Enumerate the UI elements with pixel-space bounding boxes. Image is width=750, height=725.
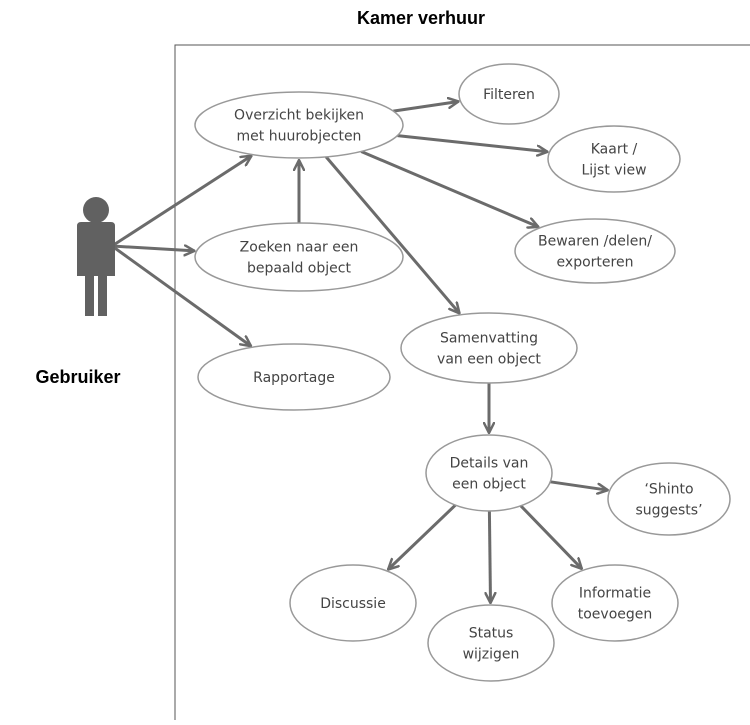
use-case-label: Kaart / <box>591 142 638 158</box>
arrow-overzicht-to-samenvatting <box>324 155 459 313</box>
use-cases: Overzicht bekijken met huurobjecten Filter… <box>194 63 731 682</box>
use-case-label: suggests’ <box>635 503 702 519</box>
use-case-label: Overzicht bekijken <box>234 108 364 124</box>
use-case-label: met huurobjecten <box>237 129 362 145</box>
use-case-label: Lijst view <box>581 163 646 179</box>
use-case-shinto: ‘Shinto suggests’ <box>607 462 731 536</box>
use-case-ellipse <box>427 604 555 682</box>
arrow-details-to-status <box>489 510 490 603</box>
arrow-actor-to-overzicht <box>111 154 252 248</box>
use-case-discussie: Discussie <box>289 564 417 642</box>
use-case-label: Details van <box>450 456 529 472</box>
use-case-ellipse <box>551 564 679 642</box>
diagram-title: Kamer verhuur <box>357 8 485 28</box>
use-case-label: Bewaren /delen/ <box>538 234 652 250</box>
use-case-kaart: Kaart / Lijst view <box>547 125 681 193</box>
use-case-filteren: Filteren <box>458 63 560 125</box>
use-case-label: Status <box>469 626 514 642</box>
use-case-ellipse <box>194 91 404 159</box>
use-case-label: van een object <box>437 352 541 368</box>
associations <box>111 102 608 604</box>
use-case-ellipse <box>194 222 404 292</box>
use-case-ellipse <box>547 125 681 193</box>
use-case-label: bepaald object <box>247 261 351 277</box>
use-case-label: exporteren <box>557 255 634 271</box>
use-case-label: toevoegen <box>578 607 653 623</box>
use-case-samenvatting: Samenvatting van een object <box>400 312 578 384</box>
use-case-label: Samenvatting <box>440 331 538 347</box>
use-case-ellipse <box>197 343 391 411</box>
use-case-label: ‘Shinto <box>644 482 693 498</box>
arrow-actor-to-rapportage <box>111 244 251 346</box>
arrow-overzicht-to-kaart <box>397 134 548 152</box>
person-icon <box>77 197 115 316</box>
use-case-ellipse <box>514 218 676 284</box>
use-case-details: Details van een object <box>425 434 553 512</box>
arrow-details-to-shinto <box>550 480 608 490</box>
actor-label: Gebruiker <box>35 367 120 387</box>
arrow-details-to-informatie <box>519 504 582 569</box>
arrow-overzicht-to-filteren <box>393 102 458 113</box>
use-case-ellipse <box>289 564 417 642</box>
arrow-details-to-discussie <box>388 504 457 569</box>
use-case-overzicht: Overzicht bekijken met huurobjecten <box>194 91 404 159</box>
use-case-label: Discussie <box>320 596 386 612</box>
use-case-label: Rapportage <box>253 370 335 386</box>
use-case-status: Status wijzigen <box>427 604 555 682</box>
use-case-ellipse <box>400 312 578 384</box>
system-boundary <box>174 44 750 720</box>
use-case-bewaren: Bewaren /delen/exporteren <box>514 218 676 284</box>
use-case-ellipse <box>458 63 560 125</box>
use-case-zoeken: Zoeken naar een bepaald object <box>194 222 404 292</box>
actor: Gebruiker <box>35 197 121 387</box>
use-case-label: Informatie <box>579 586 651 602</box>
arrow-actor-to-zoeken <box>111 246 195 251</box>
use-case-label: Zoeken naar een <box>240 240 359 256</box>
use-case-ellipse <box>607 462 731 536</box>
use-case-ellipse <box>425 434 553 512</box>
use-case-rapportage: Rapportage <box>197 343 391 411</box>
use-case-informatie: Informatie toevoegen <box>551 564 679 642</box>
use-case-label: wijzigen <box>463 647 520 663</box>
use-case-label: een object <box>452 477 526 493</box>
arrow-overzicht-to-bewaren <box>360 150 538 227</box>
use-case-label: Filteren <box>483 87 535 103</box>
